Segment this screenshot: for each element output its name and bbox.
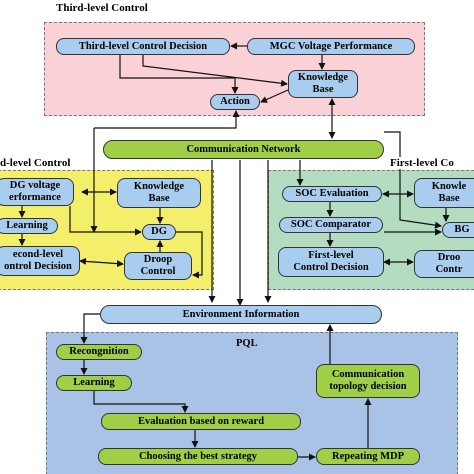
- second-level-decision-node: econd-level ontrol Decision: [0, 246, 80, 276]
- droop-control-right-node: Droo Contr: [414, 250, 474, 278]
- connector-arrow-5: [260, 89, 289, 103]
- bg-node: BG: [442, 222, 474, 238]
- third-level-decision-node: Third-level Control Decision: [56, 38, 230, 55]
- connector-arrow-24: [384, 131, 442, 229]
- third-level-title: Third-level Control: [56, 2, 148, 14]
- knowledge-base-mid-node: Knowledge Base: [117, 178, 201, 208]
- droop-control-left-node: Droop Control: [124, 252, 192, 280]
- second-level-title: d-level Control: [0, 157, 73, 169]
- connector-arrow-16: [94, 110, 240, 129]
- pql-title: PQL: [236, 338, 258, 349]
- soc-comparator-node: SOC Comparator: [279, 217, 383, 233]
- connector-arrow-3: [142, 55, 288, 87]
- connector-arrow-2: [119, 55, 239, 94]
- repeating-mdp-node: Repeating MDP: [316, 448, 420, 465]
- connector-arrow-30: [93, 391, 189, 413]
- mgc-voltage-node: MGC Voltage Performance: [247, 38, 415, 55]
- choosing-strategy-node: Choosing the best strategy: [98, 448, 298, 465]
- connector-arrow-12: [176, 231, 203, 279]
- knowledge-base-right-node: Knowle Base: [414, 178, 474, 208]
- recognition-node: Recongnition: [56, 344, 142, 360]
- connector-arrow-28: [80, 313, 100, 344]
- connector-arrow-14: [69, 206, 142, 236]
- soc-evaluation-node: SOC Evaluation: [282, 186, 382, 202]
- environment-information-node: Environment Information: [100, 305, 382, 324]
- evaluation-node: Evaluation based on reward: [101, 413, 301, 430]
- action-node: Action: [210, 94, 260, 110]
- first-level-decision-node: First-level Control Decision: [278, 247, 384, 277]
- first-level-title: First-level Co: [388, 157, 456, 169]
- dg-voltage-node: DG voltage erformance: [0, 178, 74, 206]
- connector-arrow-10: [79, 257, 124, 268]
- knowledge-base-top-node: Knowledge Base: [288, 70, 358, 98]
- communication-topology-node: Communication topology decision: [316, 364, 420, 398]
- communication-network-node: Communication Network: [103, 140, 384, 159]
- dg-node: DG: [142, 224, 176, 240]
- learning-pql-node: Learning: [56, 375, 132, 391]
- learning-left-node: Learning: [0, 218, 58, 234]
